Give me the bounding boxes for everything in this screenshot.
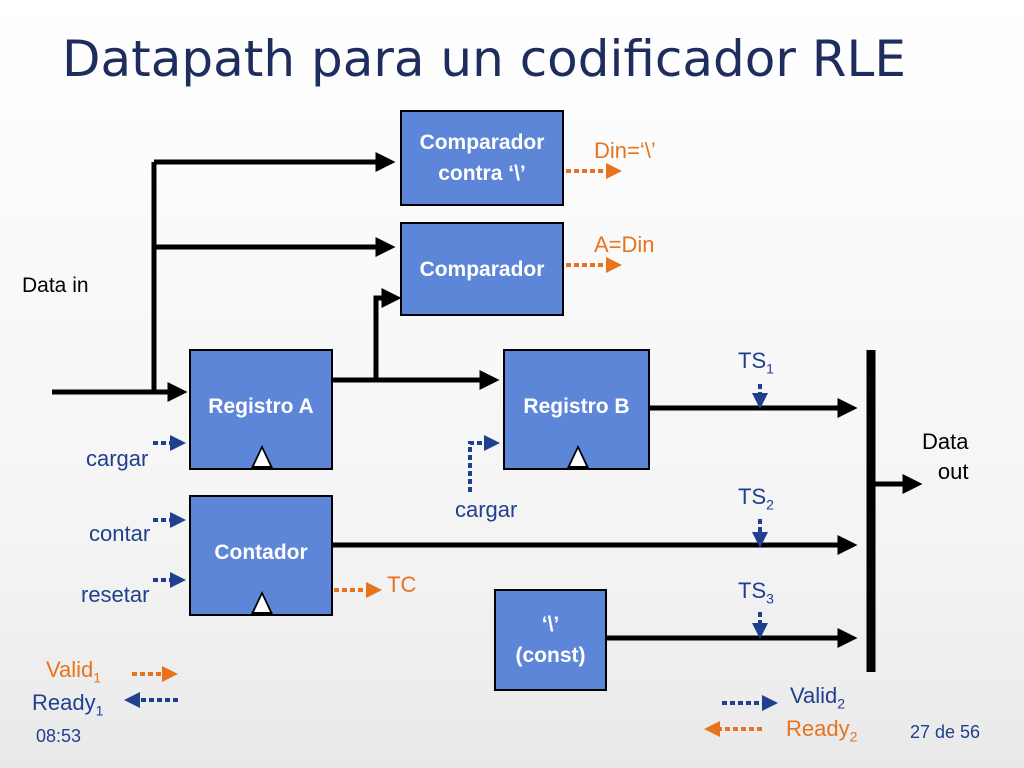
ts1-label: TS1 — [738, 348, 774, 376]
ts2-subscript: 2 — [766, 496, 774, 513]
comparador-barra-block: Comparador contra ‘\’ — [400, 110, 564, 206]
ready2-label: Ready2 — [786, 716, 857, 744]
cargar-b-arrow — [468, 435, 500, 492]
din-eq-label: Din=‘\’ — [594, 138, 656, 163]
ts2-text: TS — [738, 484, 767, 509]
footer-time: 08:53 — [36, 726, 82, 746]
registro-a-block: Registro A — [189, 349, 333, 470]
data-in-label: Data in — [22, 274, 89, 297]
resetar-label: resetar — [81, 582, 150, 607]
ts3-label: TS3 — [738, 578, 774, 606]
valid2-text: Valid — [790, 683, 838, 708]
tc-label: TC — [387, 572, 417, 597]
valid1-label: Valid1 — [46, 657, 101, 685]
a-eq-din-label: A=Din — [594, 232, 655, 257]
ready1-label: Ready1 — [32, 690, 103, 718]
const-label: ‘\’ (const) — [515, 613, 586, 667]
registro-a-label: Registro A — [208, 395, 314, 418]
valid2-label: Valid2 — [790, 683, 845, 711]
cargar-a-label: cargar — [86, 446, 149, 471]
slide-title: Datapath para un codificador RLE — [62, 30, 906, 88]
reg-a-to-comparador-wire — [373, 288, 402, 380]
ts3-text: TS — [738, 578, 767, 603]
ready1-subscript: 1 — [95, 702, 104, 719]
ready2-text: Ready — [786, 716, 850, 741]
cargar-b-label: cargar — [455, 497, 518, 522]
footer-page-number: 27 de 56 — [910, 722, 981, 742]
valid1-text: Valid — [46, 657, 94, 682]
registro-b-label: Registro B — [523, 395, 630, 418]
clock-triangle-icon — [567, 445, 589, 468]
ready2-subscript: 2 — [849, 728, 858, 745]
registro-b-block: Registro B — [503, 349, 650, 470]
data-out-label: Data out — [922, 429, 969, 484]
contar-label: contar — [89, 521, 151, 546]
clock-triangle-icon — [251, 591, 273, 614]
ts2-label: TS2 — [738, 484, 774, 512]
ts3-subscript: 3 — [766, 590, 774, 607]
valid2-subscript: 2 — [837, 695, 846, 712]
comparador-barra-label: Comparador contra ‘\’ — [419, 131, 545, 185]
clock-triangle-icon — [251, 445, 273, 468]
comparador-block: Comparador — [400, 222, 564, 316]
contador-block: Contador — [189, 495, 333, 616]
ready1-text: Ready — [32, 690, 96, 715]
ts1-text: TS — [738, 348, 767, 373]
const-block: ‘\’ (const) — [494, 589, 607, 691]
contador-label: Contador — [214, 541, 308, 564]
valid1-subscript: 1 — [93, 669, 102, 686]
ts1-subscript: 1 — [766, 360, 774, 377]
comparador-label: Comparador — [419, 257, 545, 281]
